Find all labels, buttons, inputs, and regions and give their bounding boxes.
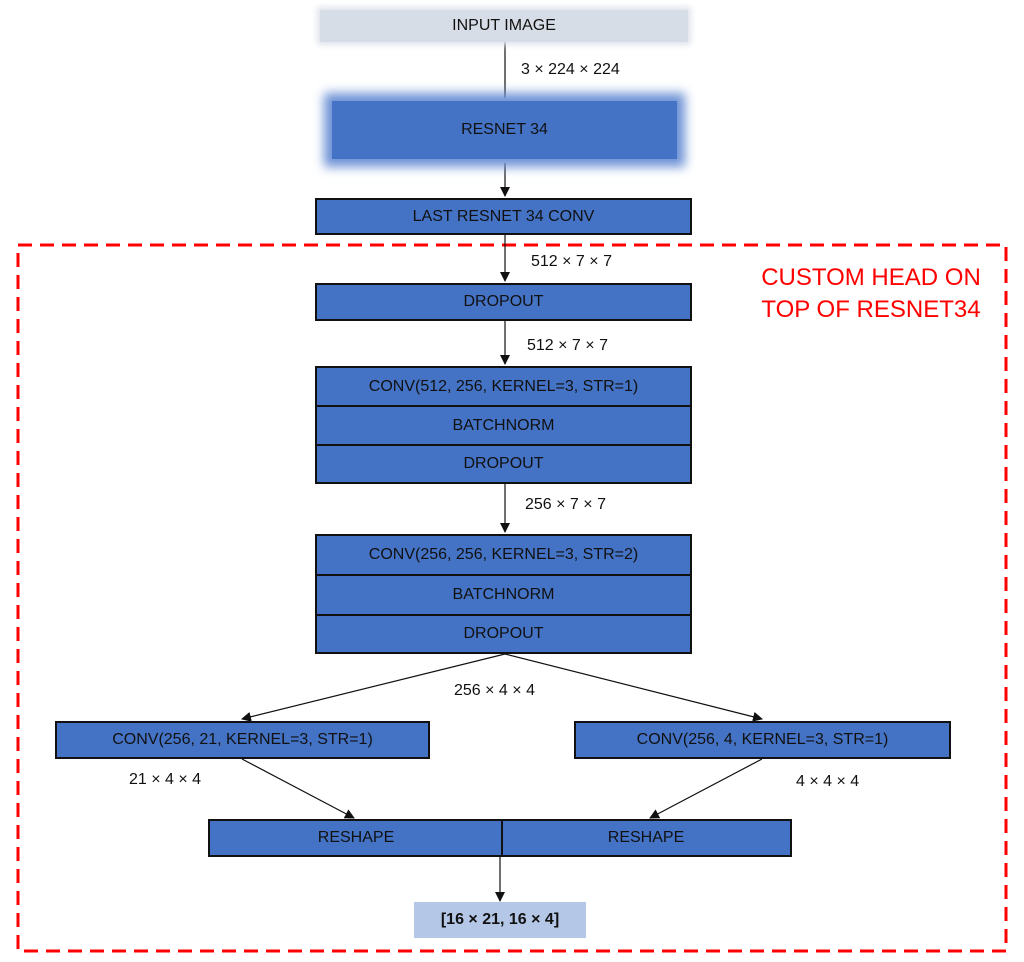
last-resnet-conv-box: LAST RESNET 34 CONV	[315, 198, 692, 235]
block2-conv: CONV(256, 256, KERNEL=3, STR=2)	[317, 536, 690, 576]
reshape-right: RESHAPE	[502, 821, 790, 855]
conv-block-2: CONV(256, 256, KERNEL=3, STR=2) BATCHNOR…	[315, 534, 692, 654]
custom-head-label-line2: TOP OF RESNET34	[761, 296, 981, 323]
arrow-block2-to-conv-right	[504, 653, 763, 722]
block2-dropout-label: DROPOUT	[463, 625, 544, 642]
dim-left-branch: 21 × 4 × 4	[129, 771, 202, 788]
last-resnet-conv-label: LAST RESNET 34 CONV	[412, 207, 595, 225]
block2-batchnorm: BATCHNORM	[317, 576, 690, 616]
custom-head-region	[16, 243, 1008, 953]
resnet34-box: RESNET 34	[332, 101, 677, 159]
arrow-conv-left-to-reshape	[241, 758, 355, 819]
arrow-conv-right-to-reshape	[649, 758, 763, 819]
custom-head-label: CUSTOM HEAD ON TOP OF RESNET34	[736, 262, 1006, 326]
block1-batchnorm-label: BATCHNORM	[452, 416, 555, 434]
block1-conv-label: CONV(512, 256, KERNEL=3, STR=1)	[368, 377, 639, 395]
input-image-label: INPUT IMAGE	[452, 17, 556, 34]
block1-conv: CONV(512, 256, KERNEL=3, STR=1)	[317, 368, 690, 407]
conv-right-box: CONV(256, 4, KERNEL=3, STR=1)	[574, 721, 951, 759]
reshape-left: RESHAPE	[210, 821, 502, 855]
dim-after-resnet: 512 × 7 × 7	[531, 253, 612, 270]
block2-conv-label: CONV(256, 256, KERNEL=3, STR=2)	[368, 546, 639, 563]
dim-after-block1: 256 × 7 × 7	[525, 496, 606, 513]
conv-right-label: CONV(256, 4, KERNEL=3, STR=1)	[636, 731, 889, 748]
reshape-right-label: RESHAPE	[607, 829, 685, 846]
conv-left-box: CONV(256, 21, KERNEL=3, STR=1)	[55, 721, 430, 759]
custom-head-label-line1: CUSTOM HEAD ON	[761, 264, 981, 291]
block1-dropout-label: DROPOUT	[463, 455, 544, 472]
arrow-block2-to-conv-left	[241, 653, 506, 722]
dim-after-block2: 256 × 4 × 4	[454, 682, 535, 699]
block2-batchnorm-label: BATCHNORM	[452, 586, 555, 603]
output-label: [16 × 21, 16 × 4]	[440, 911, 560, 928]
reshape-divider	[501, 821, 503, 855]
resnet34-label: RESNET 34	[461, 121, 548, 138]
reshape-left-label: RESHAPE	[317, 829, 395, 846]
dim-input: 3 × 224 × 224	[521, 61, 620, 78]
block1-batchnorm: BATCHNORM	[317, 407, 690, 446]
conv-block-1: CONV(512, 256, KERNEL=3, STR=1) BATCHNOR…	[315, 366, 692, 484]
dim-right-branch: 4 × 4 × 4	[796, 773, 860, 790]
output-box: [16 × 21, 16 × 4]	[414, 902, 586, 938]
dropout-box: DROPOUT	[315, 283, 692, 321]
reshape-box: RESHAPE RESHAPE	[208, 819, 792, 857]
block1-dropout: DROPOUT	[317, 446, 690, 482]
block2-dropout: DROPOUT	[317, 616, 690, 652]
dim-after-dropout: 512 × 7 × 7	[527, 337, 608, 354]
conv-left-label: CONV(256, 21, KERNEL=3, STR=1)	[112, 731, 373, 748]
input-image-box: INPUT IMAGE	[320, 10, 688, 42]
dropout-label: DROPOUT	[463, 293, 544, 310]
